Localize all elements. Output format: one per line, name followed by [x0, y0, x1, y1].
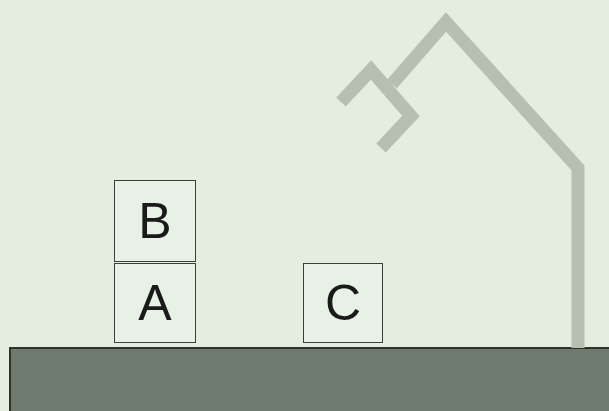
- block-label: B: [138, 196, 171, 246]
- block-box: A: [114, 263, 196, 343]
- robot-gripper: [341, 70, 411, 148]
- block-box: C: [303, 263, 383, 343]
- robot-arm-link: [392, 22, 578, 348]
- block-label: A: [138, 278, 171, 328]
- table: [10, 348, 609, 411]
- block-box: B: [114, 180, 196, 262]
- block-label: C: [325, 278, 361, 328]
